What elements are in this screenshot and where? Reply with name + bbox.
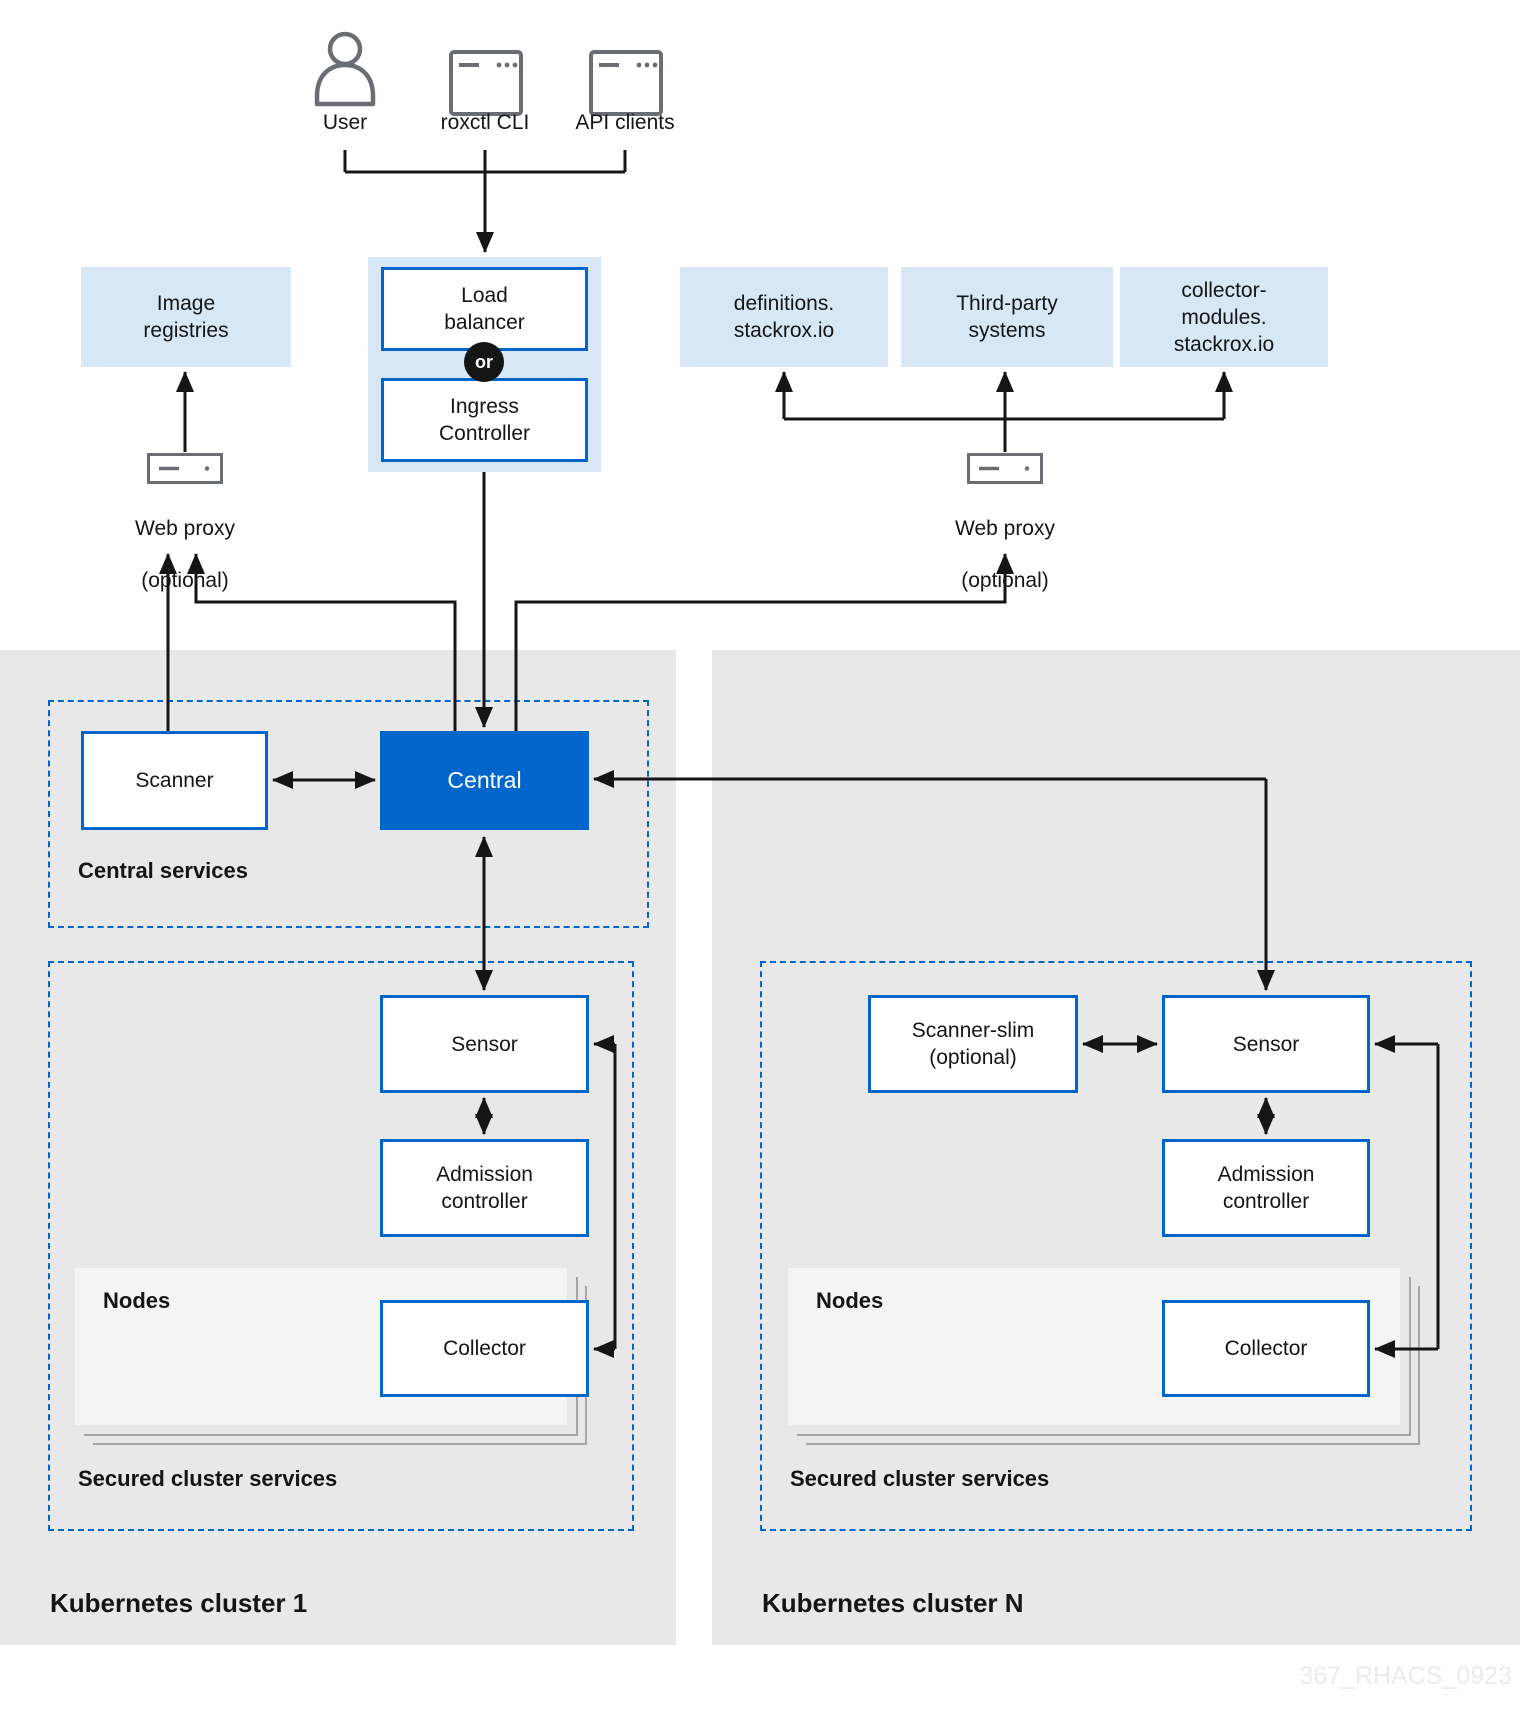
load-balancer-label: Load balancer <box>444 284 525 334</box>
admission1-box: Admission controller <box>380 1139 589 1237</box>
roxctl-cli-label: roxctl CLI <box>440 111 530 134</box>
admissionN-label: Admission controller <box>1217 1163 1315 1213</box>
admissionN-box: Admission controller <box>1162 1139 1370 1237</box>
nodesN-stack-back <box>806 1286 1420 1445</box>
roxctl-cli-icon <box>449 50 523 116</box>
nodesN-stack-mid <box>797 1277 1411 1436</box>
image-registries-label: Image registries <box>143 292 229 342</box>
web-proxy-left-label: Web proxy (optional) <box>125 490 245 620</box>
wire-central-to-webproxy-left <box>187 553 457 731</box>
web-proxy-left-note: (optional) <box>141 569 229 592</box>
central-label: Central <box>447 767 522 793</box>
image-registries-box: Image registries <box>81 267 291 367</box>
api-clients-icon <box>589 50 663 116</box>
web-proxy-right-icon <box>967 453 1043 484</box>
wire-central-to-webproxy-right <box>514 553 1014 731</box>
sensor1-box: Sensor <box>380 995 589 1093</box>
scanner-slim-label: Scanner-slim (optional) <box>911 1019 1035 1069</box>
scanner-label: Scanner <box>135 769 214 792</box>
api-clients-label: API clients <box>575 111 675 134</box>
secured-clusterN-box <box>760 961 1472 1531</box>
secured-cluster1-box <box>48 961 634 1531</box>
collectorN-label: Collector <box>1224 1337 1308 1360</box>
watermark: 367_RHACS_0923 <box>1299 1662 1512 1690</box>
sensorN-label: Sensor <box>1232 1032 1300 1056</box>
nodesN-title: Nodes <box>816 1288 884 1313</box>
securedN-title: Secured cluster services <box>790 1466 1050 1491</box>
third-party-box: Third-party systems <box>901 267 1113 367</box>
central-services-title: Central services <box>78 858 248 883</box>
or-badge-label: or <box>475 351 493 372</box>
user-icon <box>314 31 376 107</box>
admission1-label: Admission controller <box>436 1163 533 1213</box>
collector-modules-label: collector- modules. stackrox.io <box>1173 278 1275 356</box>
third-party-label: Third-party systems <box>956 292 1058 342</box>
clusterN-panel <box>712 650 1520 1645</box>
web-proxy-left-icon <box>147 453 223 484</box>
or-badge: or <box>464 342 504 382</box>
definitions-box: definitions. stackrox.io <box>680 267 888 367</box>
wire-actors-junction <box>343 150 627 174</box>
collector1-label: Collector <box>443 1337 526 1360</box>
collector1-box: Collector <box>380 1300 589 1397</box>
web-proxy-right-title: Web proxy <box>955 517 1055 540</box>
ingress-controller-box: Ingress Controller <box>381 378 588 462</box>
scanner-slim-box: Scanner-slim (optional) <box>868 995 1078 1093</box>
collector-modules-box: collector- modules. stackrox.io <box>1120 267 1328 367</box>
user-label: User <box>322 111 368 134</box>
cluster1-title: Kubernetes cluster 1 <box>50 1588 308 1618</box>
nodes1-title: Nodes <box>103 1288 171 1313</box>
central-box: Central <box>380 731 589 830</box>
secured1-title: Secured cluster services <box>78 1466 338 1491</box>
web-proxy-right-label: Web proxy (optional) <box>945 490 1065 620</box>
web-proxy-left-title: Web proxy <box>135 517 235 540</box>
scanner-box: Scanner <box>81 731 268 830</box>
sensorN-box: Sensor <box>1162 995 1370 1093</box>
ingress-controller-label: Ingress Controller <box>438 395 531 445</box>
clusterN-title: Kubernetes cluster N <box>762 1588 1024 1618</box>
web-proxy-right-note: (optional) <box>961 569 1049 592</box>
load-balancer-box: Load balancer <box>381 267 588 351</box>
sensor1-label: Sensor <box>451 1032 518 1056</box>
central-services-box <box>48 700 649 928</box>
definitions-label: definitions. stackrox.io <box>733 292 835 342</box>
collectorN-box: Collector <box>1162 1300 1370 1397</box>
